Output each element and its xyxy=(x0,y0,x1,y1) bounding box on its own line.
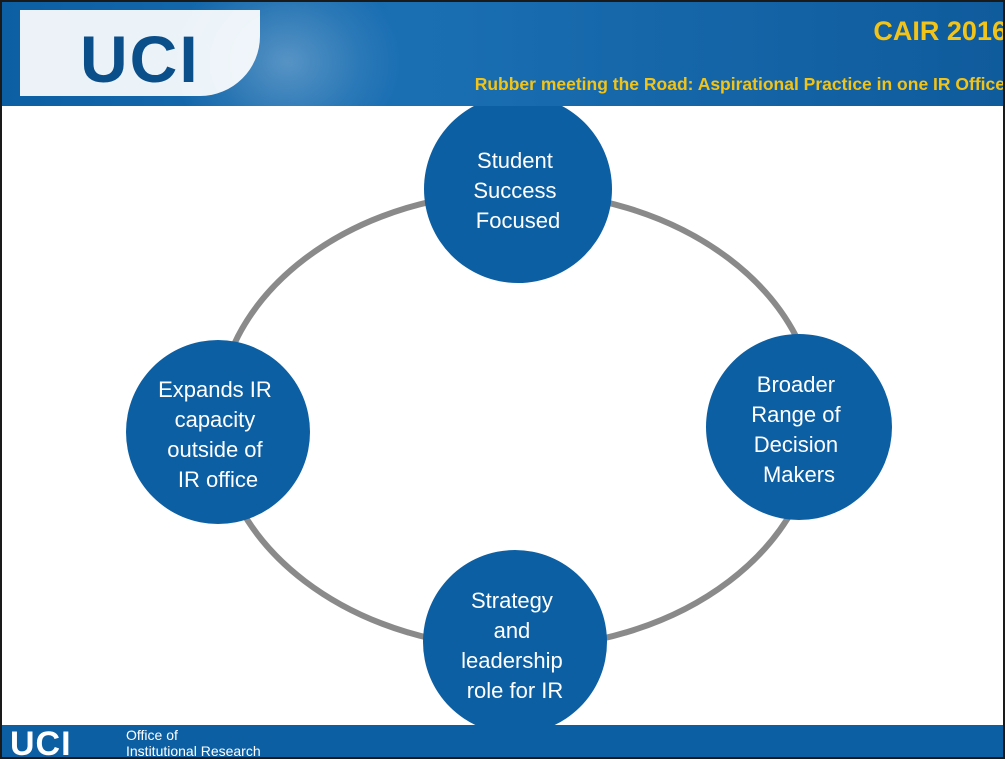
node-label-line: Range of xyxy=(751,402,841,427)
node-label-line: Student xyxy=(477,148,553,173)
node-label-line: Strategy xyxy=(471,588,553,613)
node-label-line: role for IR xyxy=(467,678,564,703)
header-banner: UCI CAIR 2016 Rubber meeting the Road: A… xyxy=(2,2,1005,106)
footer-office-line: Office of xyxy=(126,727,178,743)
footer-institutional-research-line: Institutional Research xyxy=(126,743,261,759)
node-label-line: Makers xyxy=(763,462,835,487)
node-label-line: outside of xyxy=(167,437,263,462)
node-label-line: and xyxy=(494,618,531,643)
uci-logo: UCI xyxy=(80,22,200,96)
node-expands-ir-capacity: Expands IR capacity outside of IR office xyxy=(126,340,310,524)
slide-subtitle: Rubber meeting the Road: Aspirational Pr… xyxy=(474,74,1005,94)
node-label: Expands IR capacity outside of IR office xyxy=(158,377,278,492)
node-strategy-leadership: Strategy and leadership role for IR xyxy=(423,550,607,725)
node-circle xyxy=(424,106,612,283)
node-student-success: Student Success Focused xyxy=(424,106,612,283)
node-label-line: Focused xyxy=(476,208,560,233)
node-label-line: leadership xyxy=(461,648,563,673)
node-label-line: capacity xyxy=(175,407,256,432)
cycle-diagram: Student Success Focused Broader Range of… xyxy=(126,106,892,725)
node-label-line: Expands IR xyxy=(158,377,272,402)
conference-title: CAIR 2016 xyxy=(873,16,1005,46)
node-label-line: IR office xyxy=(178,467,258,492)
node-circle xyxy=(706,334,892,520)
node-circle xyxy=(423,550,607,725)
node-label-line: Success xyxy=(473,178,556,203)
node-circle xyxy=(126,340,310,524)
logo-panel: UCI xyxy=(20,10,260,96)
node-label: Student Success Focused xyxy=(473,148,562,233)
footer-uci-logo: UCI xyxy=(10,725,72,759)
node-label: Strategy and leadership role for IR xyxy=(461,588,569,703)
footer-bar: UCI Office of Institutional Research xyxy=(2,725,1003,759)
node-label-line: Decision xyxy=(754,432,838,457)
node-label: Broader Range of Decision Makers xyxy=(751,372,846,487)
node-label-line: Broader xyxy=(757,372,835,397)
node-broader-range: Broader Range of Decision Makers xyxy=(706,334,892,520)
